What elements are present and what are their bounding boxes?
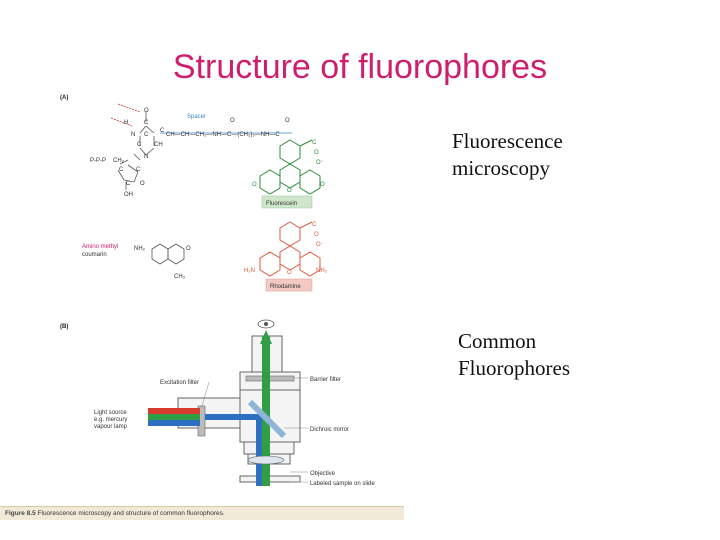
coumarin-atom-labels: NH₂ O CH₃ (134, 246, 191, 280)
spacer-label: Spacer (187, 114, 206, 120)
svg-text:C: C (144, 132, 149, 138)
slide-title: Structure of fluorophores (172, 48, 548, 86)
svg-text:O: O (314, 150, 319, 156)
caption-fluorescence-microscopy: Fluorescence microscopy (452, 128, 563, 182)
svg-text:C: C (312, 222, 317, 228)
svg-text:C: C (137, 142, 142, 148)
svg-text:CH₃: CH₃ (174, 274, 186, 280)
aminomethyl-label-line-2: coumarin (82, 252, 107, 258)
svg-text:O: O (186, 246, 191, 252)
rhodamine-label-box (265, 278, 313, 292)
barrier-filter-label: Barrier filter (310, 377, 341, 383)
svg-text:H₂N: H₂N (244, 268, 255, 274)
svg-text:O⁻: O⁻ (316, 242, 324, 248)
light-source-label-line-2: e.g. mercury (94, 417, 127, 423)
eyepiece-icon (257, 319, 275, 329)
panel-b-label: (B) (60, 324, 68, 330)
panel-a-label: (A) (60, 95, 68, 101)
svg-text:C: C (119, 167, 124, 173)
svg-text:C: C (312, 140, 317, 146)
svg-text:O: O (140, 181, 145, 187)
svg-text:CH: CH (154, 142, 163, 148)
objective-lens-shape (247, 455, 285, 465)
svg-text:CH—CH—CH₂—NH—C—(CH₂)₅—NH—C: CH—CH—CH₂—NH—C—(CH₂)₅—NH—C (166, 132, 280, 138)
molecule-atom-labels: O H N C C CH C N P-P-P CH₂ C C C O OH C … (90, 108, 290, 198)
svg-text:O: O (144, 108, 149, 114)
svg-text:N: N (144, 154, 148, 160)
fluorescein-structure (259, 139, 321, 195)
svg-text:NH₂: NH₂ (134, 246, 146, 252)
rhodamine-atom-labels: C O O⁻ H₂N O NH₂ (244, 222, 328, 276)
svg-text:N: N (131, 132, 135, 138)
caption-line: microscopy (452, 156, 550, 180)
molecule-nucleotide (110, 103, 292, 190)
svg-text:O⁻: O⁻ (316, 160, 324, 166)
caption-line: Common (458, 329, 537, 353)
svg-text:C: C (144, 120, 149, 126)
svg-text:OH: OH (124, 192, 133, 198)
svg-text:O: O (287, 270, 292, 276)
aminomethyl-label-line-1: Amino methyl (82, 244, 118, 250)
fluorescein-atom-labels: C O O⁻ O O O (252, 140, 325, 194)
fluorescein-label-box (261, 195, 313, 209)
rhodamine-structure (259, 221, 321, 277)
svg-text:C: C (160, 128, 165, 134)
svg-text:O: O (314, 232, 319, 238)
objective-label: Objective (310, 471, 336, 477)
light-source-label-line-1: Light source (94, 410, 127, 416)
labeled-sample-label: Labeled sample on slide (310, 481, 375, 487)
figure-caption: Figure 8.5 Fluorescence microscopy and s… (0, 506, 404, 520)
light-beam (148, 330, 272, 486)
leader-lines (201, 377, 308, 483)
svg-text:O: O (230, 118, 235, 124)
svg-text:CH₂: CH₂ (113, 158, 125, 164)
caption-common-fluorophores: Common Fluorophores (458, 328, 570, 382)
svg-text:O: O (287, 188, 292, 194)
svg-text:O: O (285, 118, 290, 124)
light-source-label-line-3: vapour lamp (94, 424, 128, 430)
dichroic-mirror-label: Dichroic mirror (310, 427, 349, 433)
svg-text:P-P-P: P-P-P (90, 158, 106, 164)
fluorescein-label: Fluorescein (266, 201, 297, 207)
svg-text:O: O (320, 182, 325, 188)
svg-text:H: H (124, 120, 128, 126)
coumarin-structure (151, 243, 185, 265)
figure-caption-number: Figure 8.5 (5, 510, 36, 517)
caption-line: Fluorophores (458, 356, 570, 380)
dichroic-mirror-shape (247, 399, 287, 439)
svg-text:C: C (136, 167, 141, 173)
rhodamine-label: Rhodamine (270, 284, 301, 290)
svg-text:C: C (126, 181, 131, 187)
figure-caption-text: Fluorescence microscopy and structure of… (35, 510, 225, 517)
excitation-filter-label: Excitation filter (160, 380, 199, 386)
caption-line: Fluorescence (452, 129, 563, 153)
svg-text:NH₂: NH₂ (316, 268, 328, 274)
svg-text:O: O (252, 182, 257, 188)
